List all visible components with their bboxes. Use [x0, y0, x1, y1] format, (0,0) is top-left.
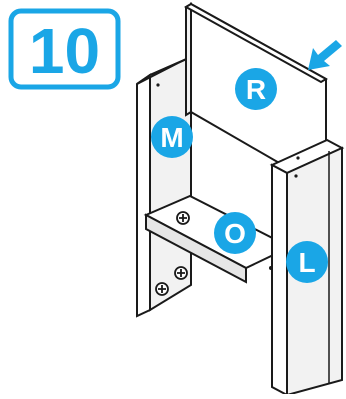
- part-label-o: O: [214, 212, 256, 254]
- pin-hole: [296, 156, 299, 159]
- arrow-down-left-icon: [308, 40, 342, 70]
- panel-m: [137, 57, 191, 316]
- step-badge: 10: [11, 11, 118, 87]
- part-letter-r: R: [246, 74, 266, 105]
- part-label-r: R: [235, 68, 277, 110]
- part-label-l: L: [286, 241, 328, 283]
- part-label-m: M: [151, 116, 193, 158]
- screw-head-icon: [156, 283, 168, 295]
- part-letter-o: O: [224, 218, 246, 249]
- screw-head-icon: [177, 212, 189, 224]
- part-letter-m: M: [160, 122, 183, 153]
- pin-hole: [156, 83, 159, 86]
- part-letter-l: L: [298, 247, 315, 278]
- screw-head-icon: [175, 267, 187, 279]
- step-number: 10: [29, 15, 100, 87]
- pin-hole: [294, 174, 297, 177]
